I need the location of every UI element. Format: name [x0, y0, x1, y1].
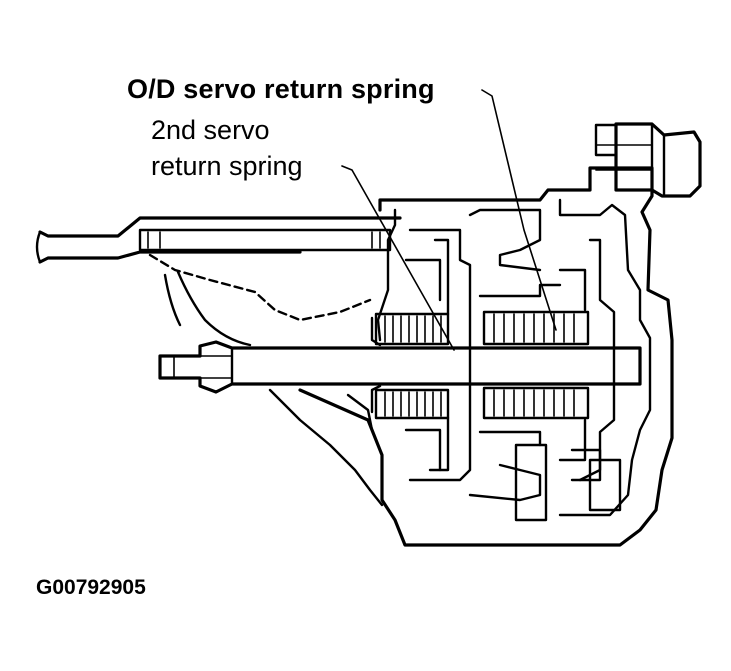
bolt-head [594, 122, 702, 198]
second-servo-assembly [370, 208, 542, 502]
main-shaft [158, 340, 642, 394]
upper-arm [35, 216, 402, 347]
od-leader-line [481, 89, 557, 331]
second-servo-label-line2: return spring [151, 151, 303, 181]
housing-outline [298, 166, 674, 547]
leader-lines [341, 89, 557, 351]
od-servo-assembly [478, 238, 622, 522]
second-servo-label-line1: 2nd servo [151, 115, 270, 145]
second-leader-line [341, 165, 455, 351]
second-servo-spring-upper [384, 315, 442, 343]
od-servo-spring-lower [493, 389, 575, 417]
od-servo-spring-upper [493, 313, 575, 343]
lower-casing [268, 388, 384, 507]
figure-id-label: G00792905 [36, 576, 146, 599]
second-servo-spring-lower [384, 391, 442, 417]
od-servo-return-spring-label: O/D servo return spring [127, 74, 435, 104]
